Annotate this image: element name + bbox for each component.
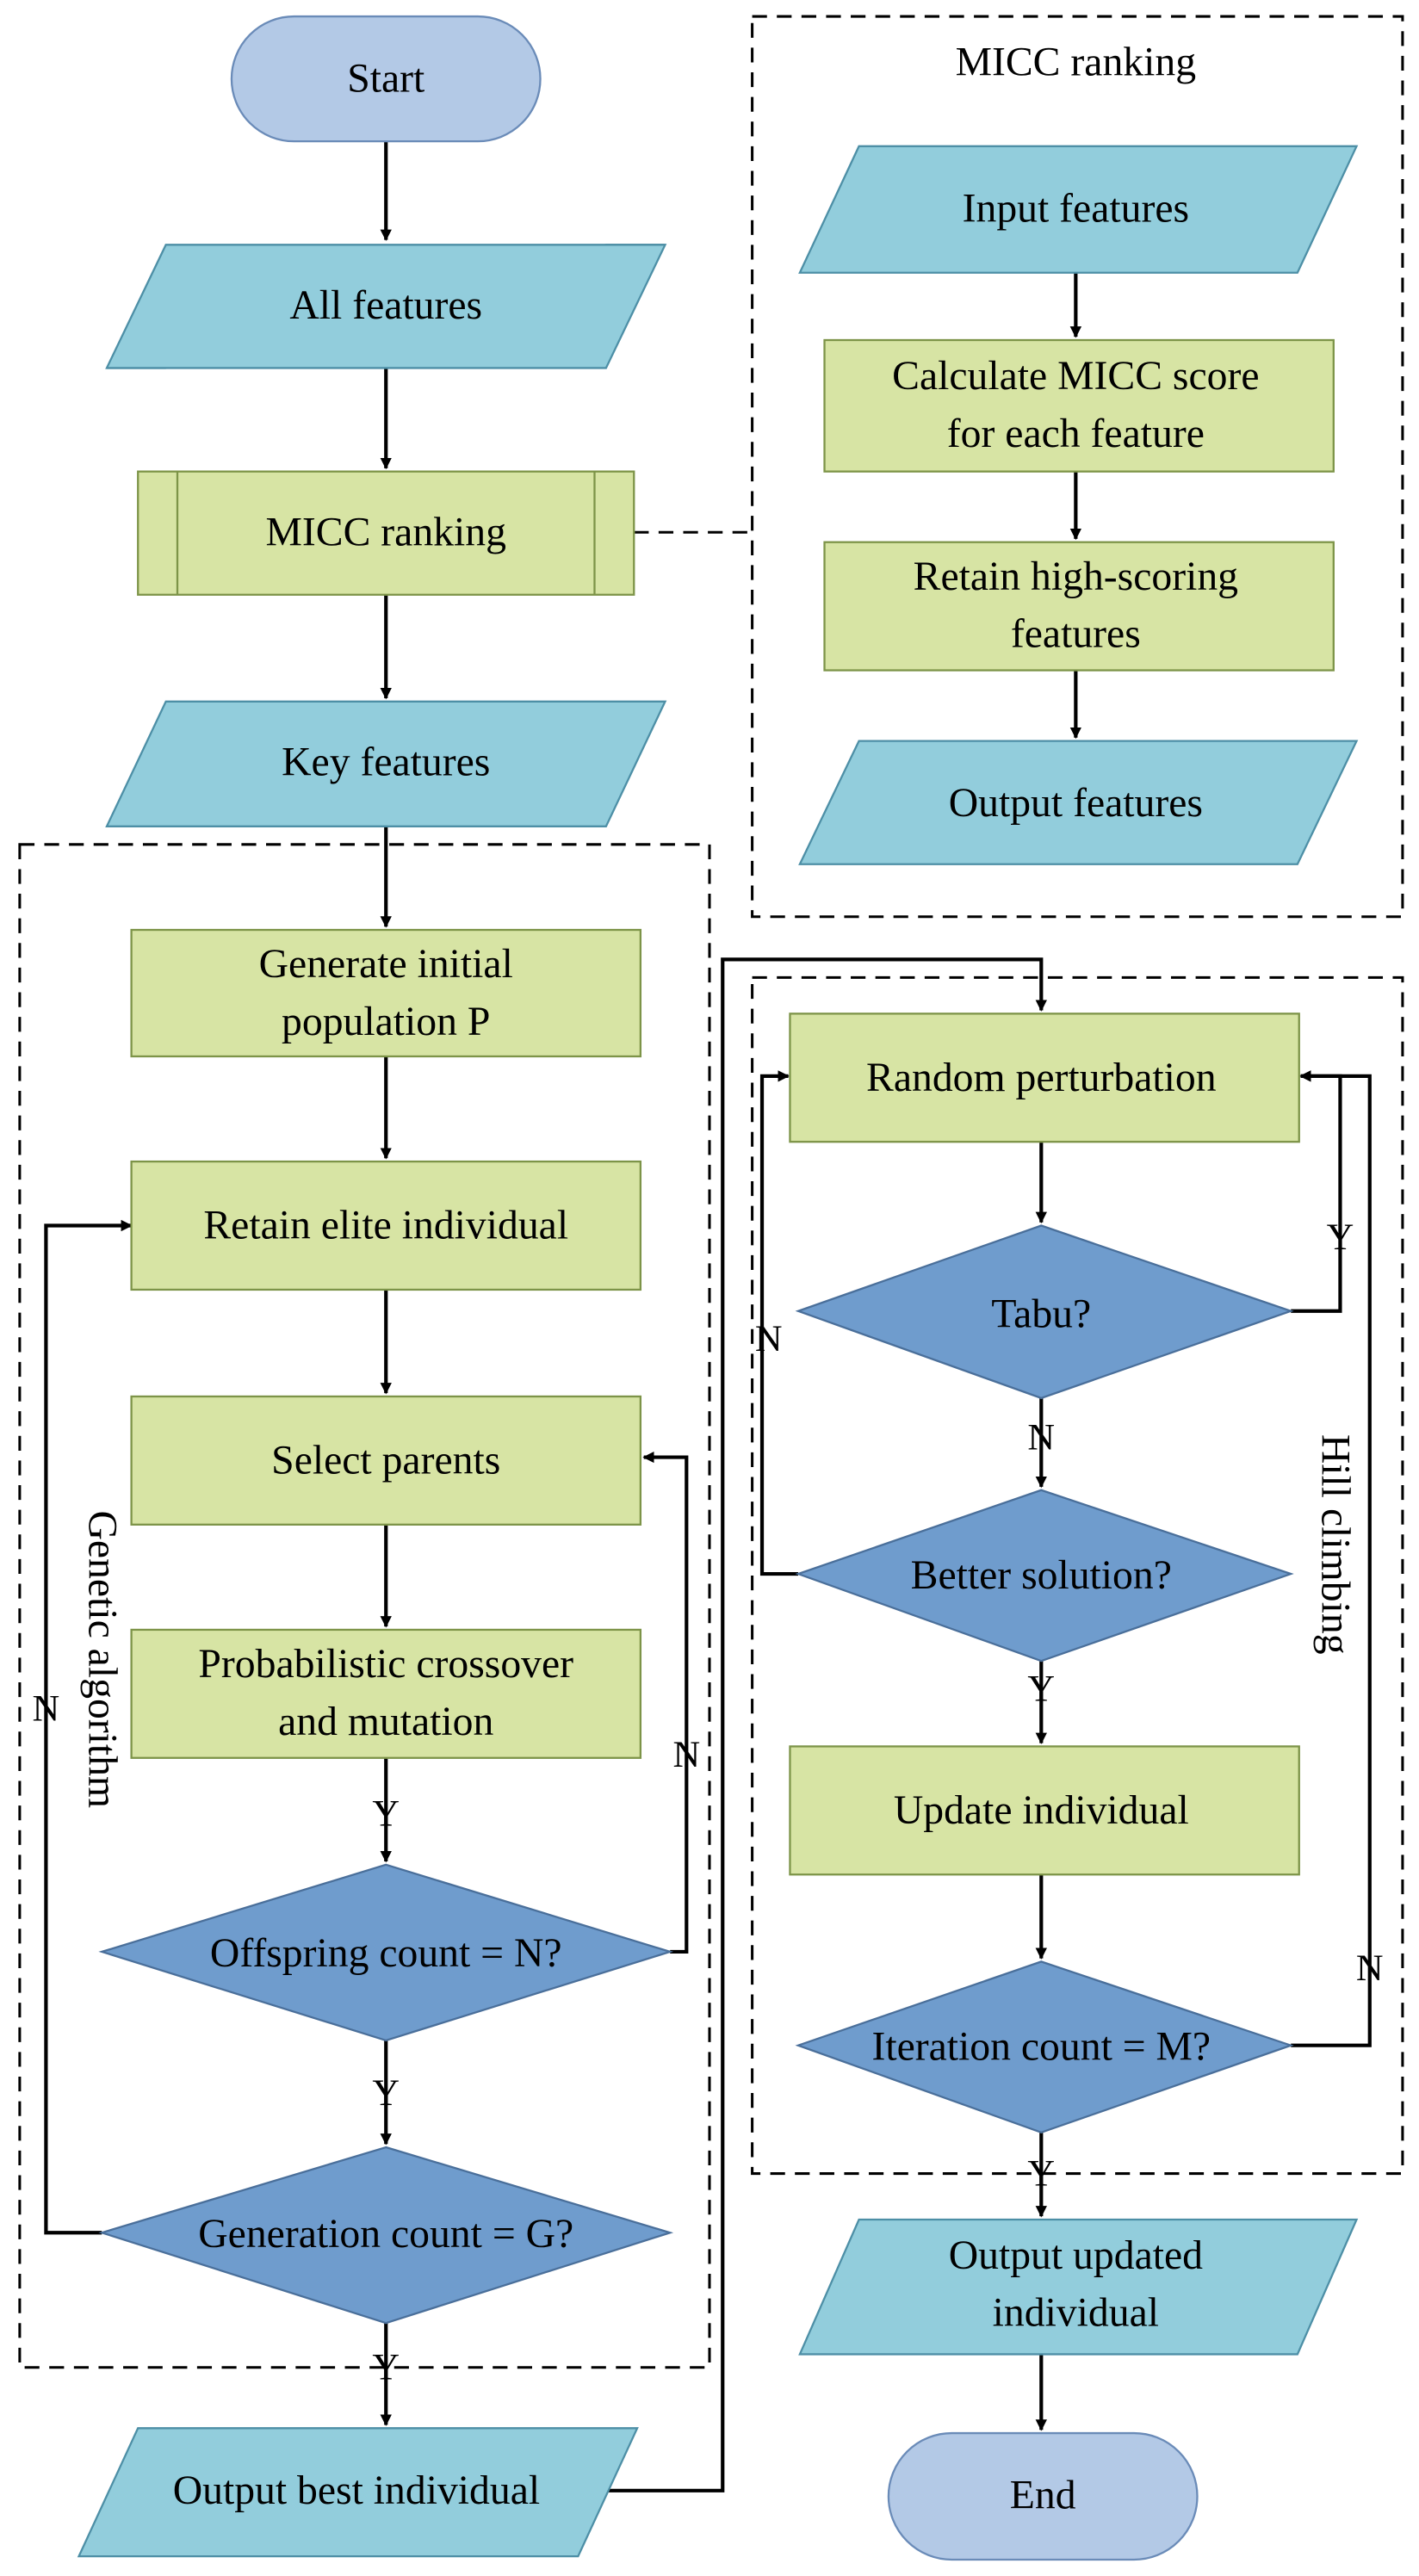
- crossover-label-2: and mutation: [278, 1700, 493, 1744]
- all-features-label: All features: [289, 283, 482, 328]
- iteration-count-decision: [795, 1960, 1294, 2134]
- end-terminal: [887, 2431, 1199, 2561]
- output-best-label: Output best individual: [173, 2468, 540, 2513]
- edge-label-y-offspring: Y: [372, 2072, 400, 2114]
- micc-ranking-group: [751, 15, 1404, 919]
- crossover-mutation-process: [130, 1628, 642, 1759]
- all-features-shape: [105, 244, 667, 369]
- output-features-label: Output features: [949, 781, 1203, 826]
- micc-ranking-subprocess: [137, 470, 635, 596]
- key-features-shape: [105, 700, 667, 827]
- offspring-count-decision: [98, 1863, 674, 2042]
- input-features-shape: [798, 145, 1359, 274]
- edge-label-n-generation: N: [33, 1688, 60, 1730]
- crossover-label-1: Probabilistic crossover: [198, 1642, 573, 1687]
- output-updated-label-1: Output updated: [949, 2233, 1203, 2278]
- offspring-count-label: Offspring count = N?: [210, 1931, 562, 1976]
- tabu-label: Tabu?: [991, 1292, 1091, 1337]
- start-terminal: [230, 15, 542, 143]
- end-label: End: [1010, 2474, 1076, 2518]
- micc-group-title: MICC ranking: [956, 40, 1196, 85]
- random-perturbation-label: Random perturbation: [866, 1056, 1217, 1100]
- edge-output-best-to-hill: [578, 957, 1047, 2492]
- retain-elite-label: Retain elite individual: [203, 1204, 568, 1248]
- select-parents-process: [130, 1395, 642, 1526]
- start-label: Start: [347, 57, 424, 102]
- tabu-decision: [795, 1224, 1294, 1400]
- calculate-micc-label-2: for each feature: [947, 412, 1205, 456]
- iteration-count-label: Iteration count = M?: [871, 2025, 1211, 2070]
- better-solution-label: Better solution?: [911, 1553, 1172, 1598]
- edge-label-n-tabu: N: [1027, 1417, 1055, 1458]
- random-perturbation-process: [789, 1012, 1300, 1143]
- edge-label-n-offspring: N: [672, 1734, 700, 1775]
- retain-high-scoring-process: [823, 541, 1335, 672]
- update-individual-label: Update individual: [894, 1788, 1189, 1833]
- hill-climbing-group: [751, 975, 1404, 2176]
- edge-label-y-iteration: Y: [1027, 2153, 1055, 2195]
- better-solution-decision: [795, 1489, 1294, 1663]
- select-parents-label: Select parents: [271, 1438, 500, 1483]
- edge-label-y-better: Y: [1027, 1669, 1055, 1710]
- update-individual-process: [789, 1745, 1300, 1876]
- edge-label-n-iteration: N: [1356, 1947, 1384, 1989]
- retain-elite-process: [130, 1160, 642, 1291]
- generate-initial-process: [130, 928, 642, 1058]
- genetic-algorithm-group: [18, 843, 711, 2369]
- edge-better-n-loop: [759, 1070, 798, 1576]
- genetic-algorithm-title: Genetic algorithm: [79, 1510, 124, 1808]
- edge-label-y-tabu: Y: [1327, 1217, 1354, 1258]
- output-updated-label-2: individual: [993, 2291, 1159, 2336]
- retain-high-label-2: features: [1011, 612, 1141, 657]
- micc-ranking-label: MICC ranking: [266, 510, 506, 554]
- output-updated-shape: [798, 2218, 1359, 2356]
- generate-initial-label-1: Generate initial: [259, 942, 513, 987]
- generation-count-label: Generation count = G?: [198, 2212, 573, 2257]
- calculate-micc-label-1: Calculate MICC score: [892, 354, 1259, 399]
- output-features-shape: [798, 740, 1359, 865]
- edge-generation-n-loop: [44, 1219, 133, 2235]
- edge-label-y-crossover: Y: [372, 1793, 400, 1835]
- edge-iteration-n-loop: [1291, 1070, 1372, 2047]
- edge-offspring-n-loop: [642, 1451, 689, 1954]
- generate-initial-label-2: population P: [282, 1000, 490, 1044]
- input-features-label: Input features: [963, 186, 1189, 231]
- output-best-shape: [77, 2427, 639, 2558]
- edge-label-y-generation: Y: [372, 2347, 400, 2388]
- edge-label-n-better: N: [755, 1318, 783, 1359]
- calculate-micc-process: [823, 338, 1335, 473]
- hill-climbing-title: Hill climbing: [1313, 1434, 1358, 1655]
- retain-high-label-1: Retain high-scoring: [914, 554, 1238, 599]
- key-features-label: Key features: [282, 740, 490, 784]
- generation-count-decision: [98, 2146, 674, 2325]
